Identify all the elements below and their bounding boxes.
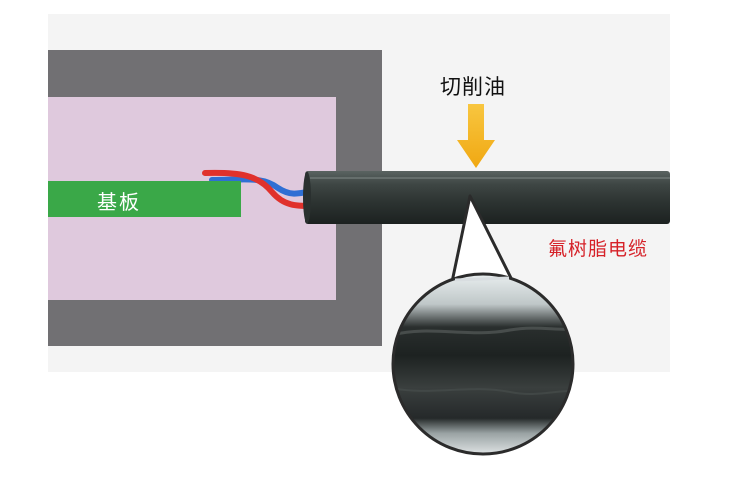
zoom-texture: [393, 326, 573, 337]
wire-blue: [209, 176, 315, 197]
wire-red: [202, 169, 315, 209]
zoom-pointer-joint: [454, 276, 510, 282]
zoom-image: [393, 274, 573, 454]
cable: [305, 171, 670, 224]
board-label: 基板: [97, 190, 141, 214]
zoom-circle: [391, 272, 575, 456]
cable-label: 氟树脂电缆: [548, 238, 649, 260]
zoom-texture-2: [393, 387, 573, 395]
down-arrow-icon: [457, 104, 495, 168]
cutting-oil-label: 切削油: [440, 75, 506, 99]
board: [48, 181, 241, 217]
cable-end: [303, 171, 311, 224]
